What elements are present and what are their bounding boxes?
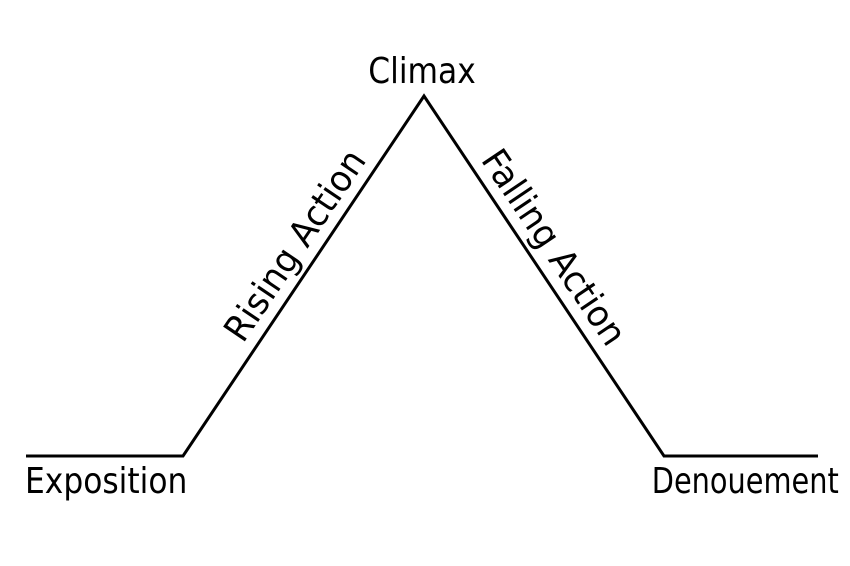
denouement-label: Denouement [605, 464, 839, 500]
climax-label-text: Climax [368, 51, 476, 92]
exposition-label-text: Exposition [25, 461, 188, 502]
climax-label: Climax [360, 54, 484, 90]
exposition-label: Exposition [25, 464, 212, 500]
denouement-label-text: Denouement [651, 461, 839, 502]
plot-structure-line [26, 93, 818, 458]
